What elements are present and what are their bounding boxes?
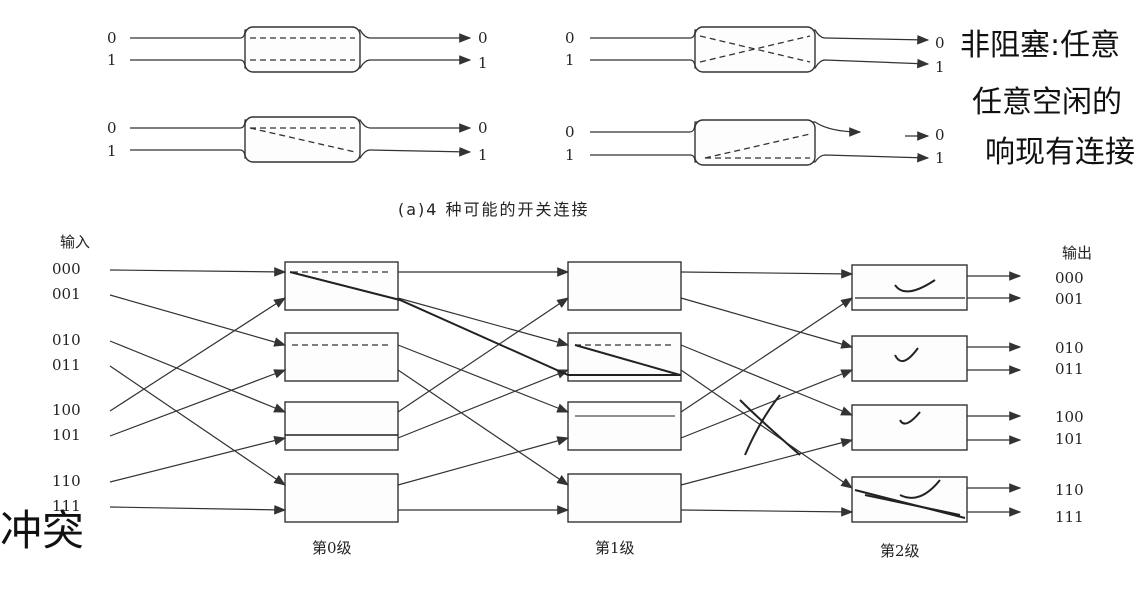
port-label-in1: 1 bbox=[107, 142, 117, 160]
wires-stage2-to-output bbox=[967, 271, 1022, 517]
pen-annotations bbox=[285, 271, 966, 519]
wires-input-to-stage0 bbox=[109, 267, 287, 515]
output-label: 110 bbox=[1055, 481, 1084, 499]
input-label: 110 bbox=[52, 472, 81, 490]
port-label-in0: 0 bbox=[565, 29, 575, 47]
port-label-out0: 0 bbox=[478, 119, 488, 137]
stage-label: 第1级 bbox=[595, 539, 635, 557]
input-label: 000 bbox=[52, 260, 81, 278]
port-label-in1: 1 bbox=[565, 51, 575, 69]
input-label: 011 bbox=[52, 356, 81, 374]
output-label: 100 bbox=[1055, 408, 1084, 426]
switch-state-cross: 0 1 0 1 bbox=[565, 26, 945, 76]
stage-label: 第2级 bbox=[880, 542, 920, 560]
port-label-in0: 0 bbox=[107, 119, 117, 137]
switch-box bbox=[851, 476, 968, 523]
output-label: 101 bbox=[1055, 430, 1084, 448]
switch-box bbox=[851, 264, 968, 311]
port-label-out0: 0 bbox=[935, 34, 945, 52]
stage-label: 第0级 bbox=[312, 539, 352, 557]
switch-boxes bbox=[284, 261, 968, 523]
output-label: 000 bbox=[1055, 269, 1084, 287]
port-label-in0: 0 bbox=[107, 29, 117, 47]
switch-state-upper-broadcast: 0 1 0 1 bbox=[107, 116, 488, 164]
output-title: 输出 bbox=[1062, 244, 1092, 262]
port-label-out1: 1 bbox=[935, 149, 945, 167]
handwritten-left-note: 冲突 bbox=[0, 506, 84, 555]
output-label: 010 bbox=[1055, 339, 1084, 357]
switch-state-lower-broadcast: 0 1 0 1 bbox=[565, 119, 945, 167]
switch-box bbox=[284, 473, 399, 523]
handwritten-note-line1: 非阻塞:任意 bbox=[960, 28, 1120, 63]
port-label-out0: 0 bbox=[478, 29, 488, 47]
input-label: 001 bbox=[52, 285, 81, 303]
panel-a-caption: (a)4 种可能的开关连接 bbox=[398, 200, 590, 219]
switch-box bbox=[284, 332, 399, 382]
output-label: 111 bbox=[1055, 508, 1084, 526]
input-labels: 000 001 010 011 100 101 110 111 bbox=[52, 260, 81, 515]
port-label-in1: 1 bbox=[107, 51, 117, 69]
input-label: 101 bbox=[52, 426, 81, 444]
output-label: 001 bbox=[1055, 290, 1084, 308]
switch-box bbox=[284, 401, 399, 451]
port-label-out1: 1 bbox=[935, 58, 945, 76]
wires-stage0-to-stage1 bbox=[397, 267, 570, 515]
port-label-in0: 0 bbox=[565, 123, 575, 141]
switch-box bbox=[567, 261, 682, 311]
output-label: 011 bbox=[1055, 360, 1084, 378]
switch-box bbox=[567, 473, 682, 523]
input-label: 111 bbox=[52, 497, 81, 515]
switch-box bbox=[851, 404, 968, 451]
input-title: 输入 bbox=[60, 233, 90, 251]
switch-state-straight: 0 1 0 1 bbox=[107, 26, 488, 73]
input-label: 010 bbox=[52, 331, 81, 349]
handwritten-note-line2: 任意空闲的 bbox=[972, 85, 1122, 120]
input-label: 100 bbox=[52, 401, 81, 419]
port-label-out1: 1 bbox=[478, 146, 488, 164]
port-label-out1: 1 bbox=[478, 54, 488, 72]
handwritten-note-line3: 响现有连接 bbox=[985, 135, 1134, 170]
wires-stage1-to-stage2 bbox=[680, 269, 854, 517]
switch-box bbox=[567, 332, 682, 382]
port-label-out0: 0 bbox=[935, 126, 945, 144]
switch-box bbox=[567, 401, 682, 451]
port-label-in1: 1 bbox=[565, 146, 575, 164]
output-labels: 000 001 010 011 100 101 110 111 bbox=[1055, 269, 1084, 526]
